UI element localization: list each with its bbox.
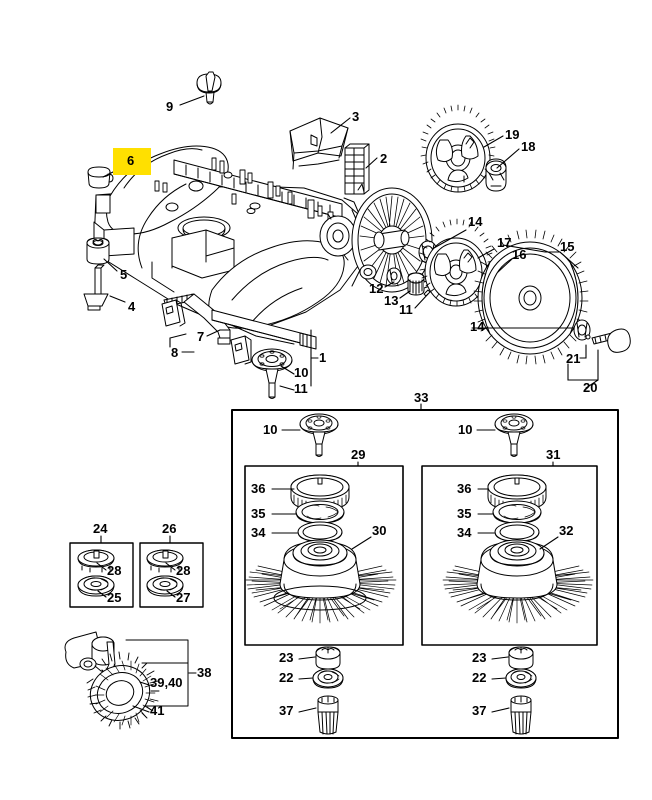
callout-12: 12 (369, 281, 384, 296)
callout-16: 16 (512, 247, 527, 262)
callout-38: 38 (197, 665, 212, 680)
callout-4: 4 (128, 299, 136, 314)
callout-10-left: 10 (263, 422, 278, 437)
box-24-part-25 (77, 575, 115, 597)
callout-39-40: 39,40 (150, 675, 183, 690)
panel-left-part-35 (295, 500, 345, 524)
panel-right-part-32-brush (442, 539, 594, 624)
callout-22-left: 22 (279, 670, 294, 685)
callout-24: 24 (93, 521, 108, 536)
part-11-bolt-lower (265, 368, 279, 399)
callout-22-right: 22 (472, 670, 487, 685)
highlight-box-6 (113, 148, 151, 175)
callout-41: 41 (150, 703, 165, 718)
part-5-roller (86, 237, 110, 265)
panel-left-part-30-brush (245, 539, 397, 624)
callout-13: 13 (384, 293, 399, 308)
panel-right-part-34 (494, 521, 540, 543)
callout-36-right: 36 (457, 481, 472, 496)
group-38-wheel-assembly (64, 631, 189, 730)
panel-right-part-22-bearing (505, 668, 537, 689)
callout-6: 6 (127, 153, 135, 168)
callout-35-right: 35 (457, 506, 472, 521)
callout-11-deck: 11 (294, 381, 308, 396)
callout-14-lower: 14 (470, 319, 485, 334)
callout-29: 29 (351, 447, 366, 462)
callout-1: 1 (319, 350, 327, 365)
callout-10-right: 10 (458, 422, 473, 437)
callout-30: 30 (372, 523, 387, 538)
box-24-part-28 (77, 549, 115, 573)
part-6-cap (87, 166, 114, 189)
callout-34-left: 34 (251, 525, 266, 540)
part-18-bushing (485, 158, 507, 192)
part-8-brackets (161, 299, 252, 365)
panel-left-part-37-spline (317, 695, 339, 735)
part-10-hub-lower (251, 348, 293, 372)
callout-23-right: 23 (472, 650, 487, 665)
callout-18: 18 (521, 139, 536, 154)
callout-36-left: 36 (251, 481, 266, 496)
part-1-deck-housing (93, 145, 363, 345)
panel-right-part-23-nut (508, 646, 534, 670)
callout-34-right: 34 (457, 525, 472, 540)
callout-23-left: 23 (279, 650, 294, 665)
callout-14-upper: 14 (468, 214, 483, 229)
callout-7: 7 (197, 329, 205, 344)
part-17-gear (419, 218, 494, 307)
callout-5: 5 (120, 267, 128, 282)
callout-28-right: 28 (176, 563, 191, 578)
callout-25: 25 (107, 590, 122, 605)
panel-left-part-23-nut (315, 646, 341, 670)
callout-2: 2 (380, 151, 388, 166)
panel-right-part-10 (494, 413, 534, 457)
panel-right-part-35 (492, 500, 542, 524)
callout-35-left: 35 (251, 506, 266, 521)
callout-11-gear: 11 (399, 302, 413, 317)
part-9-knob (196, 71, 222, 105)
callout-9: 9 (166, 99, 174, 114)
part-7-handle-bracket (163, 293, 231, 345)
panel-left-part-10 (299, 413, 339, 457)
callout-19: 19 (505, 127, 520, 142)
panel-left-part-22-bearing (312, 668, 344, 689)
part-12-washer (386, 267, 402, 285)
callout-27: 27 (176, 590, 191, 605)
panel-right-part-37-spline (510, 695, 532, 735)
callout-28-left: 28 (107, 563, 122, 578)
callout-37-right: 37 (472, 703, 487, 718)
callout-20: 20 (583, 380, 598, 395)
callout-leader-lines (96, 95, 599, 713)
panel-left-part-34 (297, 521, 343, 543)
part-19-gear (420, 104, 496, 193)
part-4-stake (83, 264, 109, 311)
callout-8: 8 (171, 345, 179, 360)
panel-left-part-36 (290, 474, 350, 513)
callout-21: 21 (566, 351, 581, 366)
part-2-filter-grid (344, 143, 370, 195)
callout-33: 33 (414, 390, 429, 405)
box-26-part-28 (146, 549, 184, 573)
impeller-fan (351, 183, 433, 293)
part-15-drive-wheel (473, 229, 589, 365)
callout-31: 31 (546, 447, 561, 462)
callout-26: 26 (162, 521, 177, 536)
callout-37-left: 37 (279, 703, 294, 718)
part-3-deflector (289, 117, 349, 170)
part-14-bearing-lower (573, 319, 591, 341)
part-20-21-axle-bolt (591, 328, 631, 353)
callout-17: 17 (497, 235, 512, 250)
callout-3: 3 (352, 109, 360, 124)
callout-10-deck: 10 (294, 365, 309, 380)
box-26-part-27 (146, 575, 184, 597)
callout-15: 15 (560, 239, 575, 254)
callout-32: 32 (559, 523, 574, 538)
